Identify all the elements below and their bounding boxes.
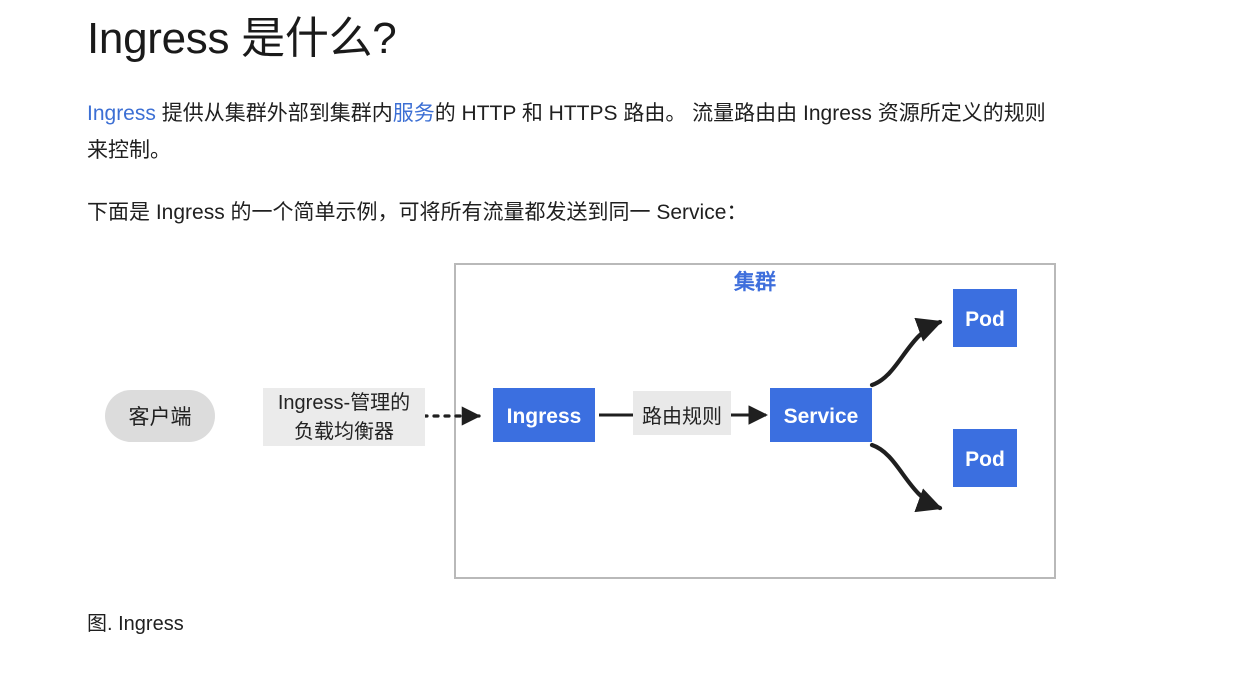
pod-node-bottom-label: Pod [965, 448, 1005, 471]
pod-node-top-label: Pod [965, 308, 1005, 331]
article-content: Ingress 是什么? Ingress 提供从集群外部到集群内服务的 HTTP… [87, 0, 1062, 638]
ingress-node [493, 388, 595, 442]
ingress-node-label: Ingress [507, 405, 582, 428]
cluster-title: 集群 [733, 270, 776, 294]
service-node [770, 388, 872, 442]
external-edge-label-line1: Ingress-管理的 [278, 391, 410, 414]
page-title: Ingress 是什么? [87, 14, 397, 63]
intro-paragraph: Ingress 提供从集群外部到集群内服务的 HTTP 和 HTTPS 路由。 … [87, 95, 1057, 169]
example-paragraph: 下面是 Ingress 的一个简单示例，可将所有流量都发送到同一 Service… [87, 201, 748, 224]
service-node-label: Service [784, 405, 859, 428]
external-edge-label-bg [263, 388, 425, 446]
ingress-link[interactable]: Ingress [87, 102, 156, 125]
client-node-label: 客户端 [129, 406, 192, 429]
routing-edge-label-bg [633, 391, 731, 435]
external-edge-label-line2: 负载均衡器 [294, 420, 394, 443]
ingress-diagram: 集群 客户端 Ingress-管理的 负载均衡器 Ingress 路由规则 [105, 263, 1056, 579]
pod-node-top [953, 289, 1017, 347]
routing-edge-label: 路由规则 [642, 405, 722, 428]
service-link[interactable]: 服务 [392, 102, 435, 125]
service-to-pod-bottom-edge [869, 442, 943, 513]
intro-text-2: 的 HTTP 和 HTTPS 路由。 流量路由由 Ingress 资源所定义的规… [87, 102, 1046, 162]
figure-caption: 图. Ingress [87, 613, 184, 635]
service-to-pod-top-edge [869, 317, 943, 388]
pod-node-bottom [953, 429, 1017, 487]
client-node [105, 390, 215, 442]
ingress-figure: 集群 客户端 Ingress-管理的 负载均衡器 Ingress 路由规则 [87, 256, 1062, 586]
intro-text-1: 提供从集群外部到集群内 [155, 102, 393, 125]
